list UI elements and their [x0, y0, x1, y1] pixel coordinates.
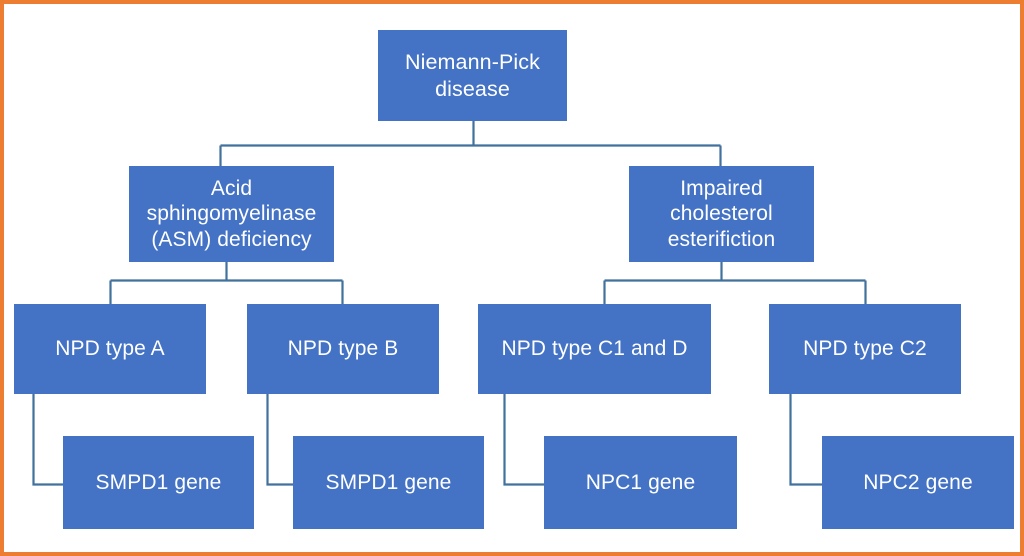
connector-type-c2-to-gene-c2: [789, 394, 822, 486]
node-npd-type-c2[interactable]: NPD type C2: [769, 304, 961, 394]
node-niemann-pick-disease[interactable]: Niemann-Pick disease: [378, 30, 567, 121]
connector-type-a-to-gene-a: [32, 394, 63, 486]
node-impaired-cholesterol-esterification[interactable]: Impaired cholesterol esterifiction: [629, 166, 814, 262]
node-npc2-gene[interactable]: NPC2 gene: [822, 436, 1014, 529]
node-npd-type-c1-and-d[interactable]: NPD type C1 and D: [478, 304, 711, 394]
node-npd-type-a[interactable]: NPD type A: [14, 304, 206, 394]
connector-type-b-to-gene-b: [266, 394, 293, 486]
node-smpd1-gene-a[interactable]: SMPD1 gene: [63, 436, 254, 529]
connector-type-c1-d-to-gene-c1: [503, 394, 544, 486]
node-npc1-gene[interactable]: NPC1 gene: [544, 436, 737, 529]
node-npd-type-b[interactable]: NPD type B: [247, 304, 439, 394]
node-acid-sphingomyelinase-deficiency[interactable]: Acid sphingomyelinase (ASM) deficiency: [129, 166, 334, 262]
node-smpd1-gene-b[interactable]: SMPD1 gene: [293, 436, 484, 529]
